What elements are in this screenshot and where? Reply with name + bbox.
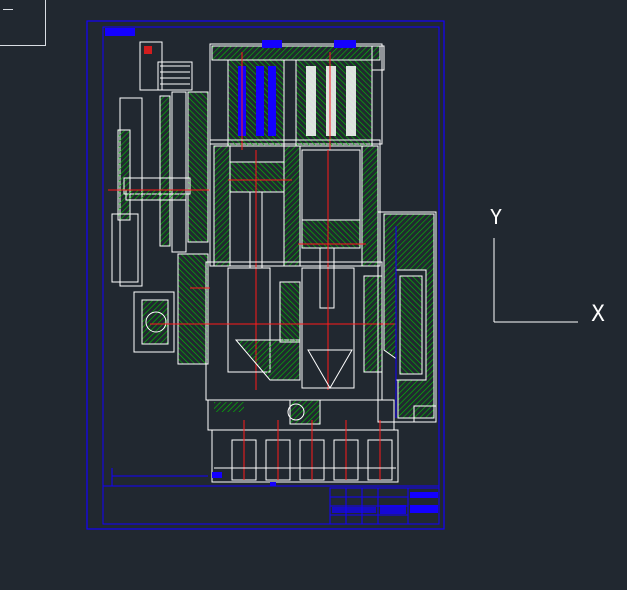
sheet-frame [86,20,445,530]
title-block [103,468,440,525]
ucs-y-label: Y [490,205,502,229]
sheet-tag [105,28,135,36]
engine-cross-section[interactable] [108,40,437,486]
ucs-icon[interactable]: Y X [490,205,605,327]
viewport-corner-tab [0,0,46,46]
ucs-x-label: X [591,302,605,327]
